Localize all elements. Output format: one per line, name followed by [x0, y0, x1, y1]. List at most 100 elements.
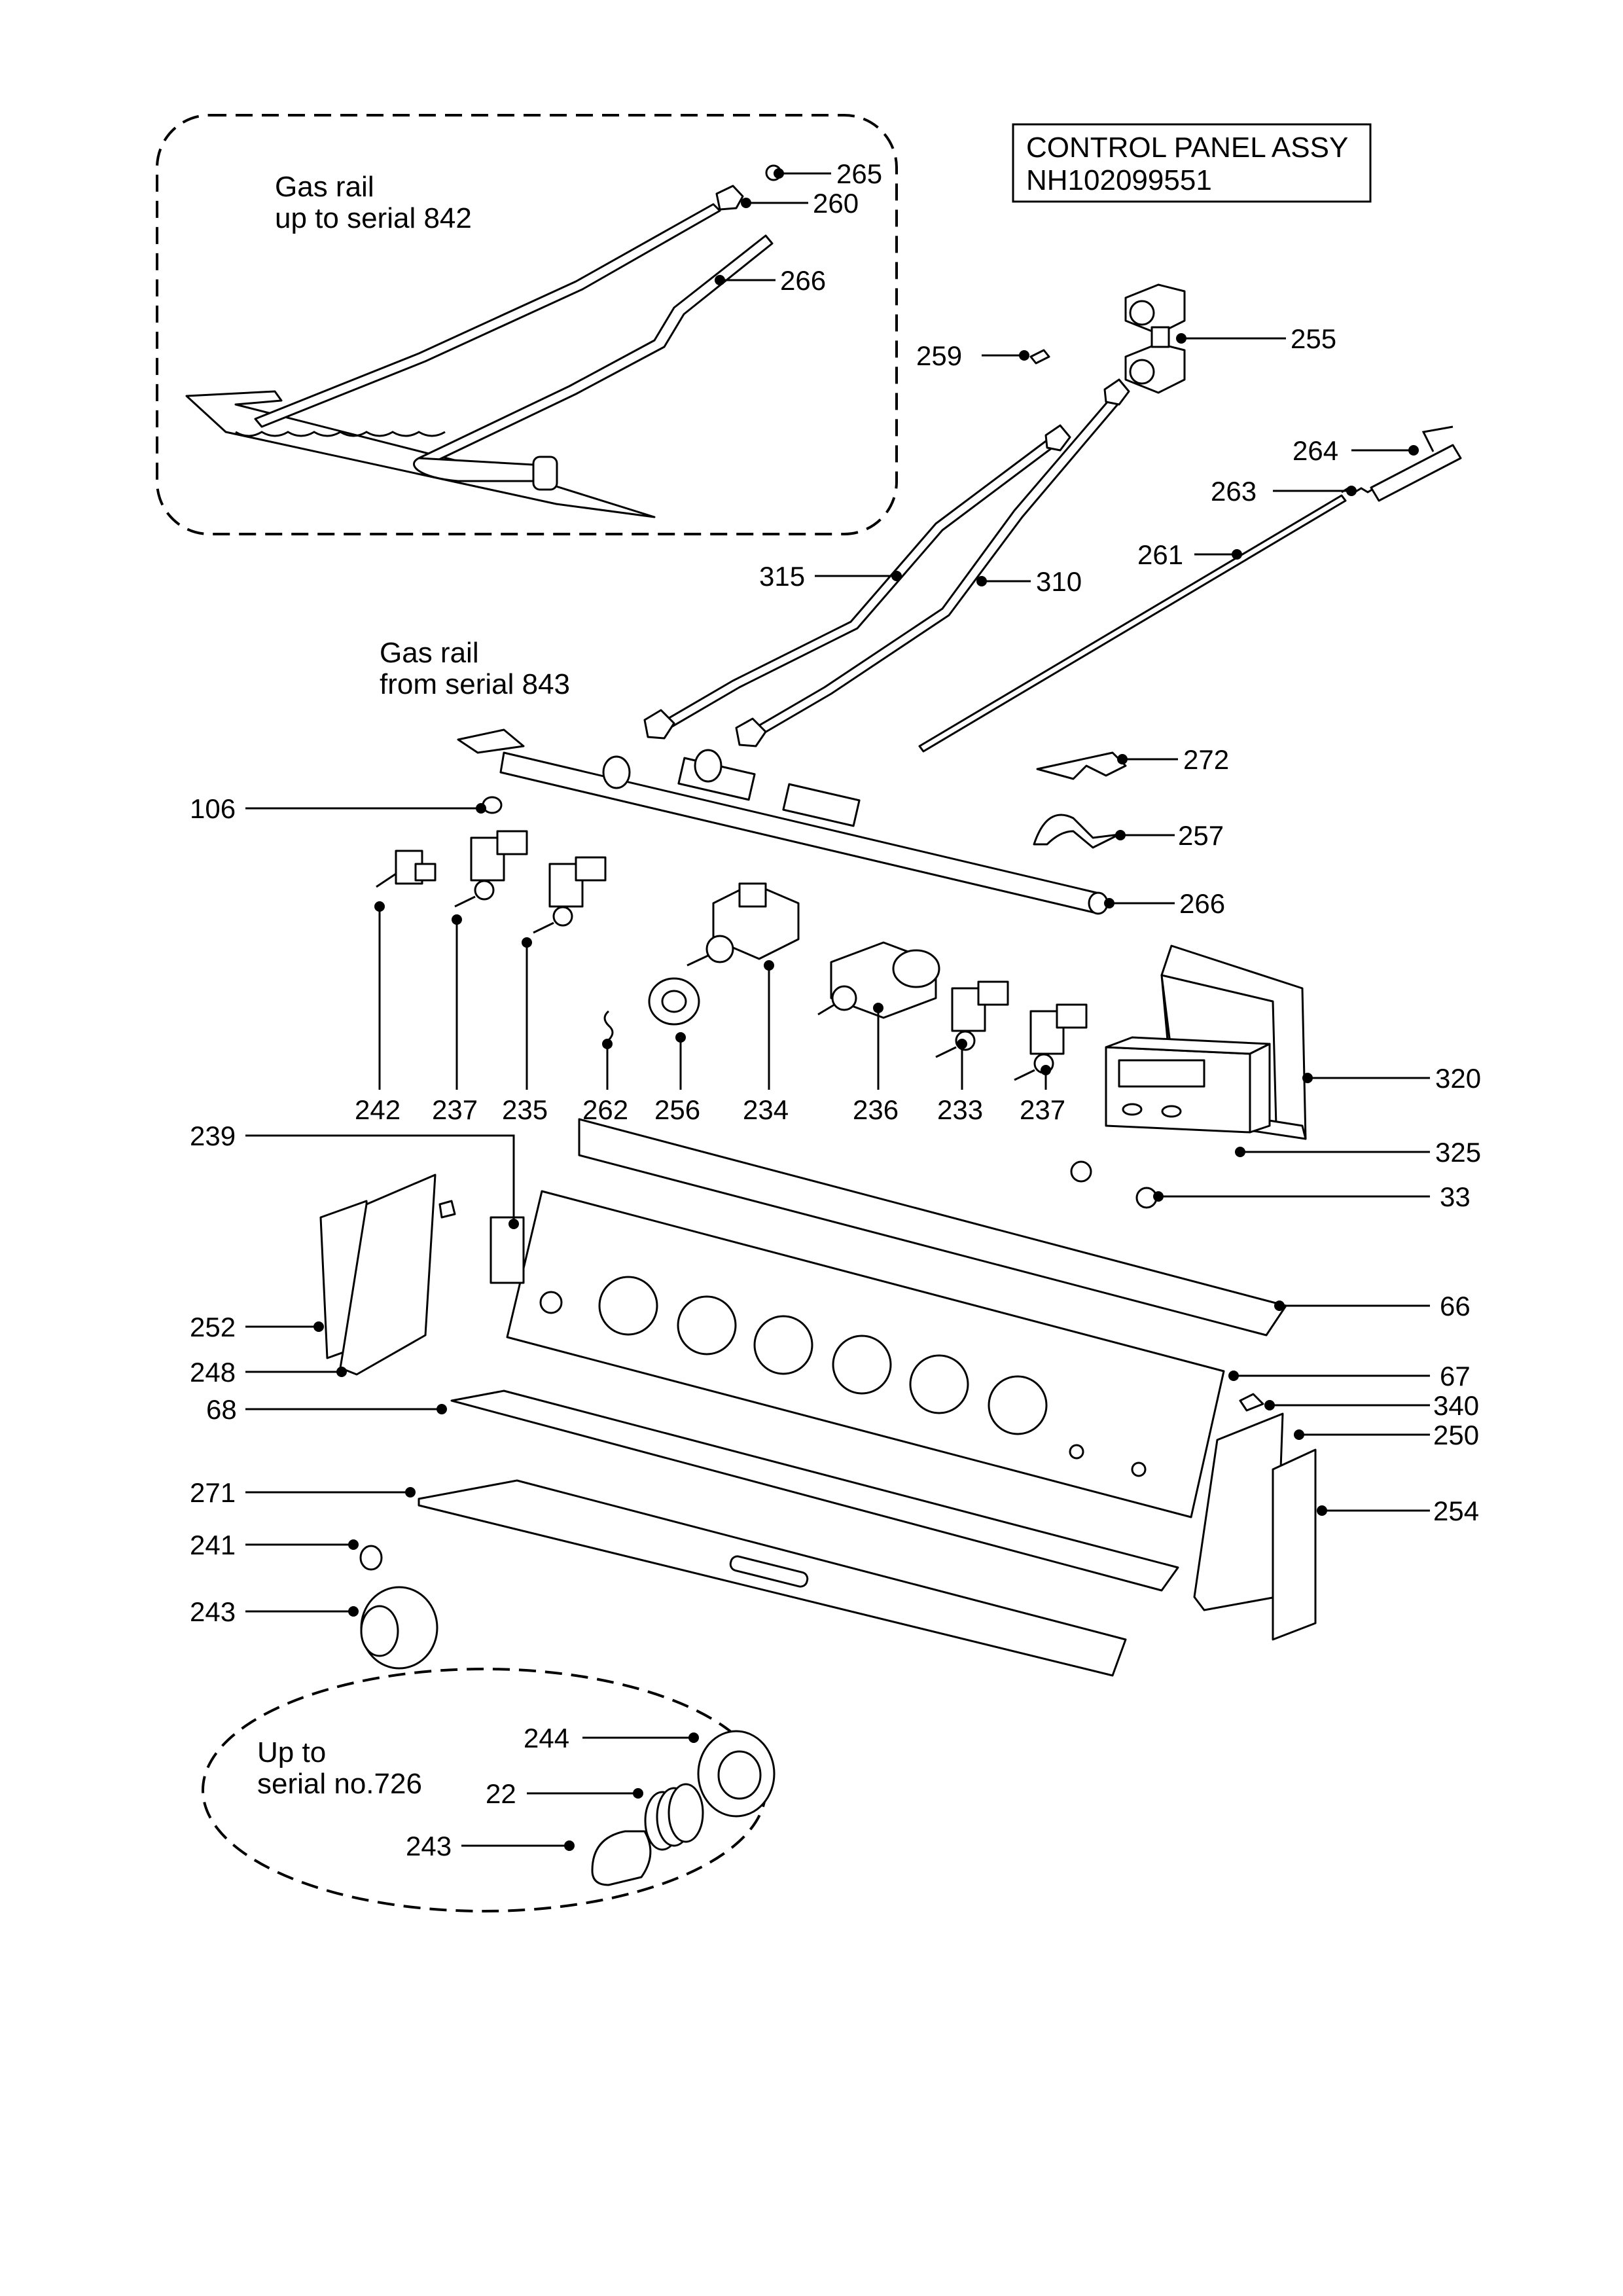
callout-244: 244 — [524, 1723, 699, 1753]
callout-248: 248 — [190, 1357, 347, 1388]
inset-726-note-1: Up to — [257, 1736, 326, 1768]
callout-263-label: 263 — [1211, 476, 1257, 507]
callout-248-label: 248 — [190, 1357, 236, 1388]
callout-272-label: 272 — [1183, 744, 1229, 775]
callout-264-label: 264 — [1293, 435, 1338, 466]
callout-236: 236 — [853, 1003, 899, 1125]
inset-gas-rail-old: Gas rail up to serial 842 — [156, 114, 898, 535]
callout-257: 257 — [1115, 820, 1224, 851]
callout-266b-label: 266 — [1179, 888, 1225, 919]
callout-250: 250 — [1294, 1420, 1479, 1450]
callout-271: 271 — [190, 1477, 416, 1508]
callout-257-label: 257 — [1178, 820, 1224, 851]
callout-256: 256 — [654, 1032, 700, 1125]
callout-252-label: 252 — [190, 1312, 236, 1342]
gas-rail-new-note-1: Gas rail — [380, 637, 479, 669]
valve-234 — [687, 882, 800, 967]
callout-255-label: 255 — [1291, 323, 1336, 354]
inset-old-note-2: up to serial 842 — [275, 202, 472, 234]
callout-250-label: 250 — [1433, 1420, 1479, 1450]
callout-33: 33 — [1153, 1181, 1471, 1212]
callout-66-label: 66 — [1440, 1291, 1471, 1321]
callout-264: 264 — [1293, 435, 1419, 466]
callout-266b: 266 — [1104, 888, 1225, 919]
timer-325 — [1105, 1036, 1271, 1134]
valve-237a — [454, 830, 528, 908]
callout-22: 22 — [486, 1778, 643, 1809]
callout-310: 310 — [976, 566, 1082, 597]
callout-234: 234 — [743, 960, 789, 1125]
callout-252: 252 — [190, 1312, 324, 1342]
callout-261-label: 261 — [1137, 539, 1183, 570]
callout-244-label: 244 — [524, 1723, 569, 1753]
callout-237a: 237 — [432, 914, 478, 1125]
callout-67-label: 67 — [1440, 1361, 1471, 1391]
callout-239-label: 239 — [190, 1121, 236, 1151]
title-line-1: CONTROL PANEL ASSY — [1026, 132, 1348, 164]
callout-106-label: 106 — [190, 793, 236, 824]
callout-68-label: 68 — [206, 1394, 237, 1425]
callout-310-label: 310 — [1036, 566, 1082, 597]
callout-340: 340 — [1264, 1390, 1479, 1421]
gas-rail-new-note-2: from serial 843 — [380, 668, 570, 700]
callout-237b: 237 — [1020, 1065, 1065, 1125]
valve-236 — [817, 941, 940, 1019]
callout-243a: 243 — [190, 1596, 359, 1627]
note-gas-rail-new: Gas rail from serial 843 — [380, 637, 570, 700]
callout-262: 262 — [582, 1039, 628, 1125]
callout-265-label: 265 — [836, 158, 882, 189]
callout-241: 241 — [190, 1530, 359, 1560]
callout-239: 239 — [190, 1121, 519, 1229]
callout-254-label: 254 — [1433, 1496, 1479, 1526]
callout-241-label: 241 — [190, 1530, 236, 1560]
callout-263: 263 — [1211, 476, 1357, 507]
callout-340-label: 340 — [1433, 1390, 1479, 1421]
callout-237b-label: 237 — [1020, 1094, 1065, 1125]
callout-320-label: 320 — [1435, 1063, 1481, 1094]
callout-243b: 243 — [406, 1831, 575, 1861]
callout-265: 265 — [774, 158, 882, 189]
callout-233-label: 233 — [937, 1094, 983, 1125]
callout-315-label: 315 — [759, 561, 805, 592]
inset-old-note-1: Gas rail — [275, 171, 374, 203]
part-256 — [648, 977, 700, 1026]
callout-243b-label: 243 — [406, 1831, 452, 1861]
callout-256-label: 256 — [654, 1094, 700, 1125]
valve-233 — [935, 980, 1009, 1058]
valve-237b — [1014, 1003, 1088, 1081]
callout-271-label: 271 — [190, 1477, 236, 1508]
inset-726-note-2: serial no.726 — [257, 1768, 422, 1800]
callout-320: 320 — [1302, 1063, 1481, 1094]
callout-22-label: 22 — [486, 1778, 516, 1809]
callout-266a-label: 266 — [780, 265, 826, 296]
callout-261: 261 — [1137, 539, 1242, 570]
valve-242 — [376, 850, 437, 888]
callout-325-label: 325 — [1435, 1137, 1481, 1168]
callout-260-label: 260 — [813, 188, 859, 219]
callout-233: 233 — [937, 1039, 983, 1125]
callout-315: 315 — [759, 561, 902, 592]
callouts: 265 260 266 259 255 264 263 261 315 310 … — [190, 158, 1481, 1861]
callout-243a-label: 243 — [190, 1596, 236, 1627]
callout-259: 259 — [916, 340, 1029, 371]
callout-237a-label: 237 — [432, 1094, 478, 1125]
callout-262-label: 262 — [582, 1094, 628, 1125]
callout-33-label: 33 — [1440, 1181, 1471, 1212]
callout-266a: 266 — [715, 265, 826, 296]
title-box: CONTROL PANEL ASSY NH102099551 — [1012, 123, 1372, 203]
clip-262 — [603, 1010, 614, 1041]
callout-234-label: 234 — [743, 1094, 789, 1125]
valve-235 — [533, 856, 607, 934]
callout-66: 66 — [1274, 1291, 1471, 1321]
callout-236-label: 236 — [853, 1094, 899, 1125]
valve-255 — [1124, 283, 1186, 394]
callout-242: 242 — [355, 901, 401, 1125]
callout-67: 67 — [1228, 1361, 1471, 1391]
title-line-2: NH102099551 — [1026, 164, 1212, 196]
callout-272: 272 — [1117, 744, 1229, 775]
callout-255: 255 — [1176, 323, 1336, 354]
callout-68: 68 — [206, 1394, 447, 1425]
callout-260: 260 — [741, 188, 859, 219]
callout-242-label: 242 — [355, 1094, 401, 1125]
